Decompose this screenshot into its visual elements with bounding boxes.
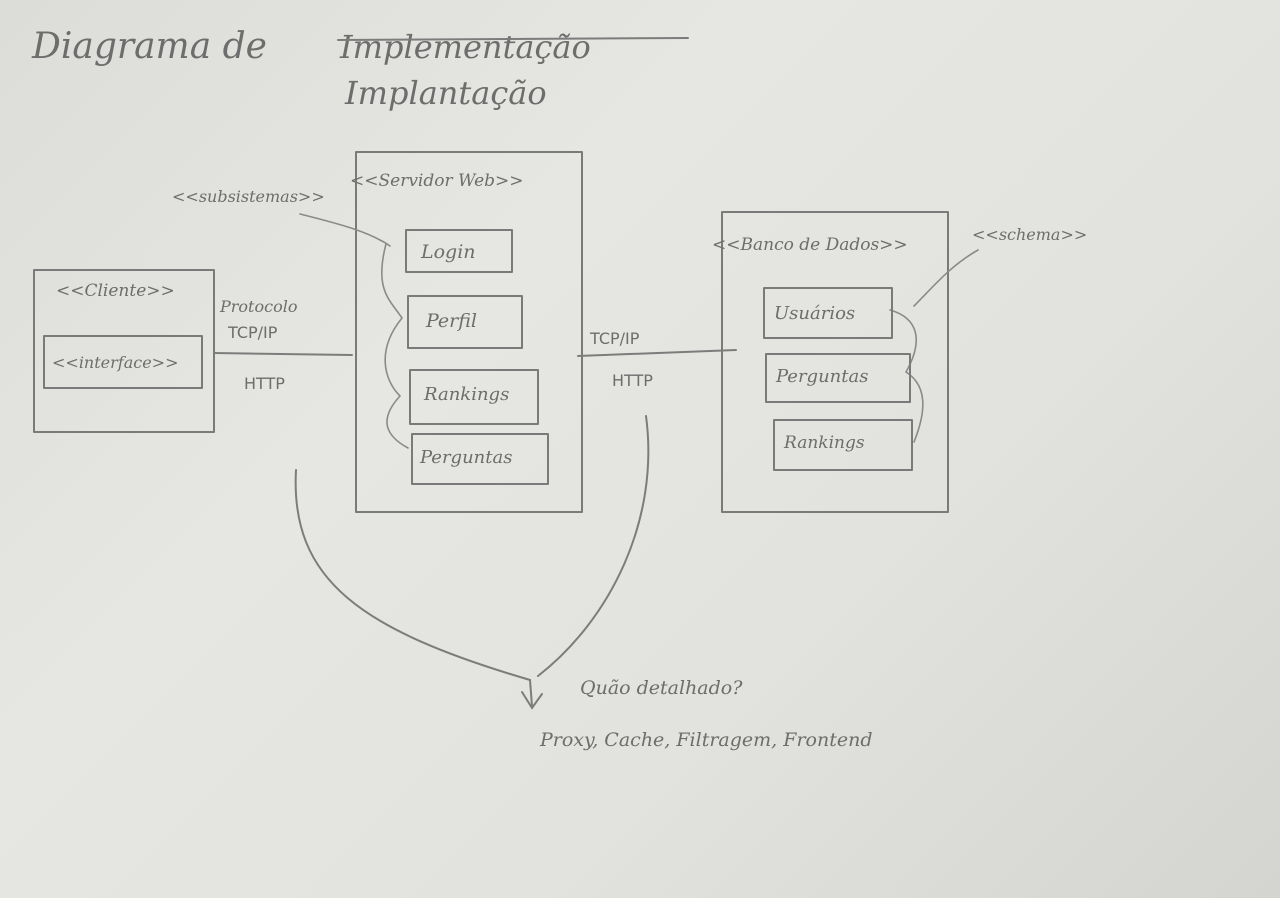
note-items: Proxy, Cache, Filtragem, Frontend [539, 729, 872, 751]
questions-table [765, 353, 911, 403]
right-tcpip-label: TCP/IP [589, 329, 640, 348]
left-http-label: HTTP [244, 374, 285, 393]
note-question: Quão detalhado? [580, 677, 743, 699]
rankings-table [773, 419, 913, 471]
db-questions-label: Perguntas [775, 366, 868, 387]
profile-component [407, 295, 523, 349]
schema-brace [889, 309, 924, 443]
subsystems-stereotype: <<subsistemas>> [172, 187, 325, 206]
client-label: <<Cliente>> [56, 281, 175, 301]
rankings-label: Rankings [423, 384, 509, 405]
client-node [33, 269, 215, 433]
schema-pointer [913, 249, 979, 307]
left-curve-arrow [294, 469, 533, 707]
users-table [763, 287, 893, 339]
title-correction: Implantação [344, 74, 547, 112]
interface-component [43, 335, 203, 389]
left-tcpip-label: TCP/IP [227, 323, 278, 342]
subsystems-brace [381, 243, 409, 449]
right-curve-arrow [537, 415, 650, 677]
rankings-component [409, 369, 539, 425]
right-http-label: HTTP [612, 371, 653, 390]
schema-stereotype: <<schema>> [972, 225, 1087, 244]
strike-through-line [337, 37, 689, 41]
arrow-head [521, 691, 543, 710]
login-label: Login [420, 241, 476, 263]
web-server-label: <<Servidor Web>> [350, 171, 524, 191]
questions-label: Perguntas [419, 447, 512, 468]
questions-component [411, 433, 549, 485]
db-rankings-label: Rankings [783, 433, 865, 453]
subsystems-pointer [299, 213, 391, 247]
title-prefix: Diagrama de [31, 26, 267, 67]
server-database-link [577, 349, 737, 357]
login-component [405, 229, 513, 273]
protocol-label: Protocolo [219, 297, 297, 316]
database-node [721, 211, 949, 513]
users-label: Usuários [774, 303, 855, 324]
interface-label: <<interface>> [52, 353, 178, 372]
database-label: <<Banco de Dados>> [712, 235, 908, 255]
web-server-node [355, 151, 583, 513]
profile-label: Perfil [425, 310, 477, 332]
client-server-link [213, 352, 353, 356]
title-struck-word: Implementação [339, 28, 591, 66]
